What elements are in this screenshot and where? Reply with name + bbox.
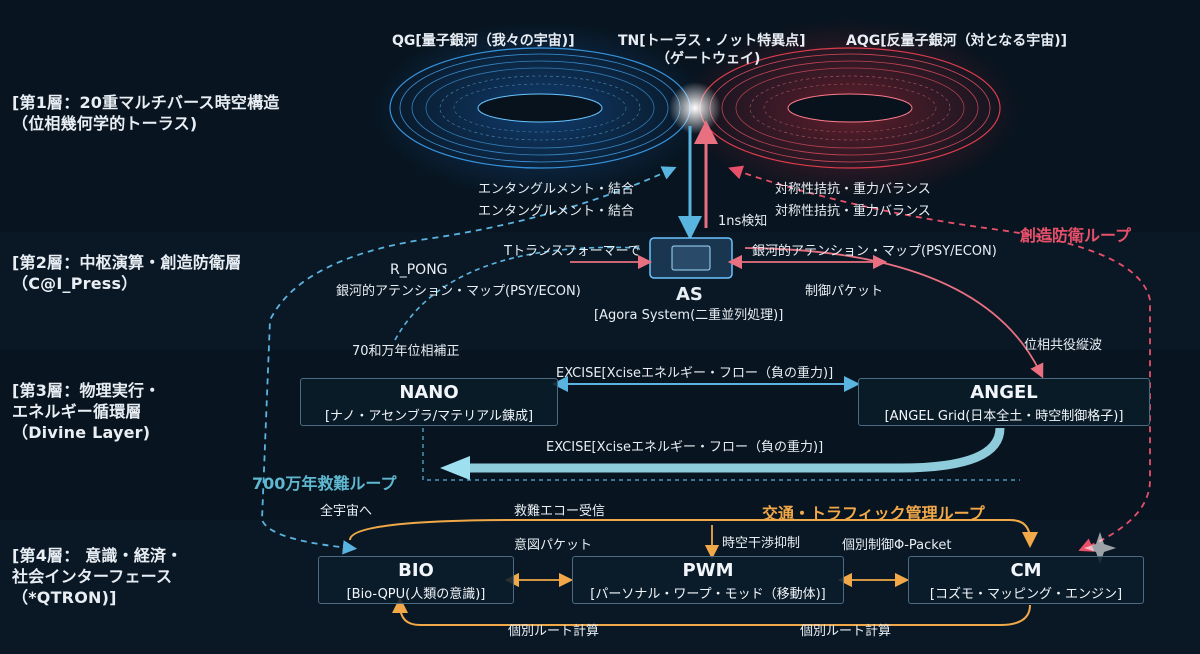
route-calc-label-2: 個別ルート計算: [800, 624, 892, 639]
excise-bottom-label: EXCISE[Xciseエネルギー・フロー（負の重力)]: [546, 440, 824, 455]
qg-label: QG[量子銀河（我々の宇宙)]: [392, 33, 575, 49]
phase-wave-label: 位相共役縦波: [1024, 338, 1103, 353]
symmetry-label-2: 対称性拮抗・重力バランス: [775, 204, 931, 219]
control-packet-label: 制御パケット: [805, 284, 884, 299]
layer-2-label: [第2層：中枢演算・創造防衛層（C@I_Press）: [12, 253, 242, 293]
nano-node[interactable]: NANO [ナノ・アセンブラ/マテリアル錬成]: [300, 378, 558, 426]
cm-title: CM: [1010, 560, 1042, 581]
traffic-loop-top: [349, 519, 1038, 548]
as-title: AS: [676, 284, 703, 305]
excise-return-arrowhead: [440, 456, 470, 480]
layer-3-label: [第3層：物理実行・エネルギー循環層（Divine Layer): [12, 381, 161, 442]
spacetime-suppress-label: 時空干渉抑制: [722, 536, 801, 551]
qg-torus: [370, 20, 710, 200]
traffic-loop-label: 交通・トラフィック管理ループ: [762, 504, 985, 523]
red-dashed-loop: [728, 165, 1151, 552]
r-pong-label: R_PONG: [390, 262, 448, 278]
aqg-torus: [680, 20, 1020, 200]
intent-packet-label: 意図パケット: [514, 538, 593, 553]
as-chip-icon: [649, 237, 733, 279]
excise-top-label: EXCISE[Xciseエネルギー・フロー（負の重力)]: [556, 366, 834, 381]
rescue-echo-label: 救難エコー受信: [514, 504, 606, 519]
tn-sublabel: （ゲートウェイ): [656, 51, 761, 67]
arc-right-as: [744, 247, 1044, 379]
angel-subtitle: [ANGEL Grid(日本全土・時空制御格子)]: [884, 409, 1124, 424]
rescue-loop-label: 700万年救難ループ: [252, 474, 397, 493]
entangle-label-2: エンタングルメント・結合: [478, 204, 635, 219]
blue-dashed-loop: [261, 166, 677, 555]
aqg-label: AQG[反量子銀河（対となる宇宙)]: [846, 33, 1068, 49]
excise-dashed-path: [422, 428, 1020, 481]
layer-4-label: [第4層： 意識・経済・社会インターフェース（*QTRON)]: [12, 546, 183, 607]
entangle-label-1: エンタングルメント・結合: [478, 182, 635, 197]
angel-title: ANGEL: [970, 382, 1038, 403]
cm-node[interactable]: CM [コズモ・マッピング・エンジン]: [908, 556, 1144, 604]
symmetry-label-1: 対称性拮抗・重力バランス: [775, 182, 931, 197]
pwm-subtitle: [パーソナル・ワープ・モッド（移動体)]: [590, 587, 826, 602]
excise-return-arrow: [470, 427, 1005, 473]
nano-title: NANO: [399, 382, 459, 403]
bio-title: BIO: [398, 560, 434, 581]
bio-node[interactable]: BIO [Bio-QPU(人類の意識)]: [318, 556, 514, 604]
route-calc-label-1: 個別ルート計算: [508, 624, 600, 639]
attention-right-label: 銀河的アテンション・マップ(PSY/ECON): [752, 244, 997, 259]
bio-subtitle: [Bio-QPU(人類の意識)]: [346, 587, 486, 602]
singularity-glow: [669, 82, 721, 134]
angel-node[interactable]: ANGEL [ANGEL Grid(日本全土・時空制御格子)]: [858, 378, 1150, 426]
traffic-loop-bottom: [392, 597, 1031, 626]
layer-1-label: [第1層：20重マルチバース時空構造（位相幾何学的トーラス): [12, 93, 280, 133]
sparkle-icon: [1084, 532, 1116, 564]
nano-subtitle: [ナノ・アセンブラ/マテリアル錬成]: [324, 409, 534, 424]
as-subtitle: [Agora System(二重並列処理)]: [594, 308, 784, 323]
creation-defense-loop-label: 創造防衛ループ: [1020, 226, 1132, 245]
cm-subtitle: [コズモ・マッピング・エンジン]: [929, 587, 1123, 602]
phase-correct-label: 70和万年位相補正: [352, 344, 460, 359]
attention-left-label: 銀河的アテンション・マップ(PSY/ECON): [336, 284, 581, 299]
transformer-label: Tトランスフォーマーで: [504, 244, 641, 259]
individual-control-label: 個別制御Φ-Packet: [842, 538, 952, 553]
arc-left-as: [394, 246, 641, 341]
pwm-title: PWM: [682, 560, 734, 581]
detect-label: 1ns検知: [718, 214, 768, 229]
tn-label: TN[トーラス・ノット特異点]: [618, 33, 806, 49]
to-universe-label: 全宇宙へ: [320, 504, 373, 519]
pwm-node[interactable]: PWM [パーソナル・ワープ・モッド（移動体)]: [572, 556, 844, 604]
